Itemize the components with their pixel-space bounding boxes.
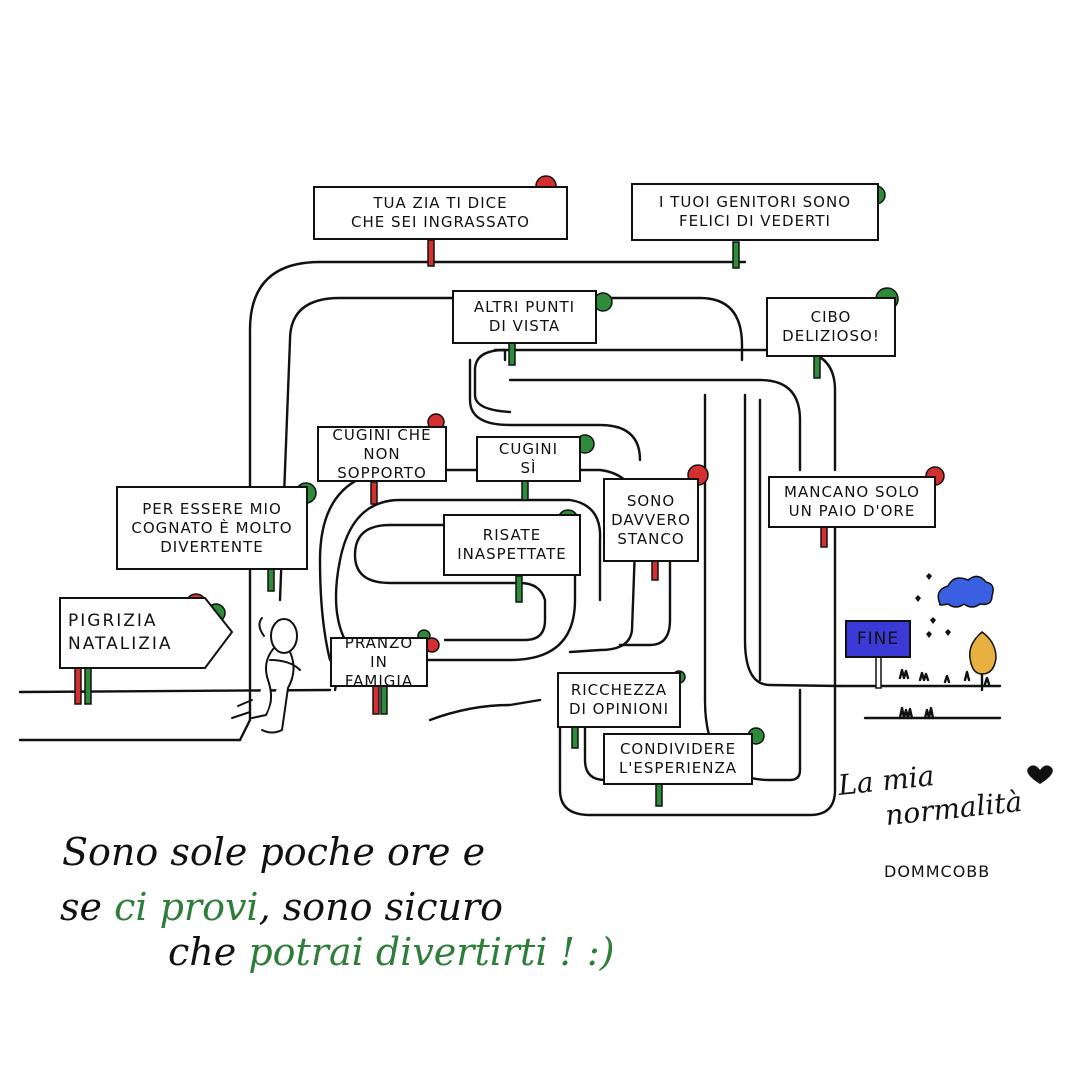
sign-genitori: I TUOI GENITORI SONO FELICI DI VEDERTI bbox=[631, 183, 879, 241]
post bbox=[267, 568, 275, 592]
sign-fine: FINE bbox=[845, 620, 911, 658]
heart-icon bbox=[915, 573, 951, 638]
caption-line-2: se ci provi, sono sicuro bbox=[60, 885, 503, 929]
post bbox=[508, 342, 516, 366]
road-middle bbox=[468, 358, 642, 462]
road-outer-inner bbox=[278, 296, 744, 602]
sign-zia: TUA ZIA TI DICE CHE SEI INGRASSATO bbox=[313, 186, 568, 240]
caption-line-3-a: che bbox=[168, 930, 249, 974]
caption-line-3-b: potrai bbox=[248, 930, 364, 974]
caption-line-2-c: , sono sicuro bbox=[258, 885, 504, 929]
road-outer bbox=[238, 260, 747, 742]
road-left-loop bbox=[333, 498, 602, 692]
caption-line-1: Sono sole poche ore e bbox=[62, 830, 486, 874]
sign-cugini-si: CUGINI SÌ bbox=[476, 436, 581, 482]
road-left-inner bbox=[423, 558, 577, 662]
tree-icon bbox=[969, 631, 997, 675]
artist-signature: DOMMCOBB bbox=[884, 862, 991, 881]
start-arrow-sign bbox=[59, 597, 234, 669]
post bbox=[74, 667, 82, 705]
sign-punti-di-vista: ALTRI PUNTI DI VISTA bbox=[452, 290, 597, 344]
sign-pigrizia-natalizia: PIGRIZIA NATALIZIA bbox=[68, 611, 173, 654]
sign-mancano: MANCANO SOLO UN PAIO D'ORE bbox=[768, 476, 936, 528]
post bbox=[521, 479, 529, 501]
post bbox=[427, 239, 435, 267]
sign-risate: RISATE INASPETTATE bbox=[443, 514, 581, 576]
road-right bbox=[703, 393, 802, 782]
post bbox=[515, 575, 523, 603]
sign-opinioni: RICCHEZZA DI OPINIONI bbox=[557, 672, 681, 728]
walker-figure bbox=[231, 617, 301, 734]
road-middle bbox=[428, 698, 542, 722]
heart-icon bbox=[1027, 765, 1053, 784]
sign-pranzo: PRANZO IN FAMIGIA bbox=[330, 634, 428, 690]
road-middle bbox=[508, 378, 802, 472]
sign-stanco: SONO DAVVERO STANCO bbox=[603, 478, 699, 562]
caption-line-3: che potrai divertirti ! :) bbox=[168, 930, 615, 974]
road-middle bbox=[473, 348, 512, 414]
post bbox=[370, 481, 378, 505]
post bbox=[820, 526, 828, 548]
road-bottom bbox=[618, 558, 672, 647]
caption-line-3-c: divertirti bbox=[363, 930, 548, 974]
caption-line-3-d: ! :) bbox=[547, 930, 615, 974]
post bbox=[813, 355, 821, 379]
sign-cognato: PER ESSERE MIO COGNATO È MOLTO DIVERTENT… bbox=[116, 486, 308, 570]
caption-line-2-b: ci provi bbox=[114, 885, 259, 929]
post bbox=[84, 667, 92, 705]
cloud-icon bbox=[937, 575, 994, 608]
post bbox=[732, 241, 740, 269]
sign-cugini-no: CUGINI CHE NON SOPPORTO bbox=[317, 426, 447, 482]
grass bbox=[898, 668, 991, 720]
post bbox=[651, 559, 659, 581]
road-right bbox=[743, 393, 842, 688]
sign-condividere: CONDIVIDERE L'ESPERIENZA bbox=[603, 733, 753, 785]
post bbox=[571, 725, 579, 749]
road-bottom bbox=[558, 518, 837, 817]
sign-cibo: CIBO DELIZIOSO! bbox=[766, 297, 896, 357]
post bbox=[655, 783, 663, 807]
post bbox=[875, 655, 882, 689]
caption-line-2-a: se bbox=[60, 885, 115, 929]
